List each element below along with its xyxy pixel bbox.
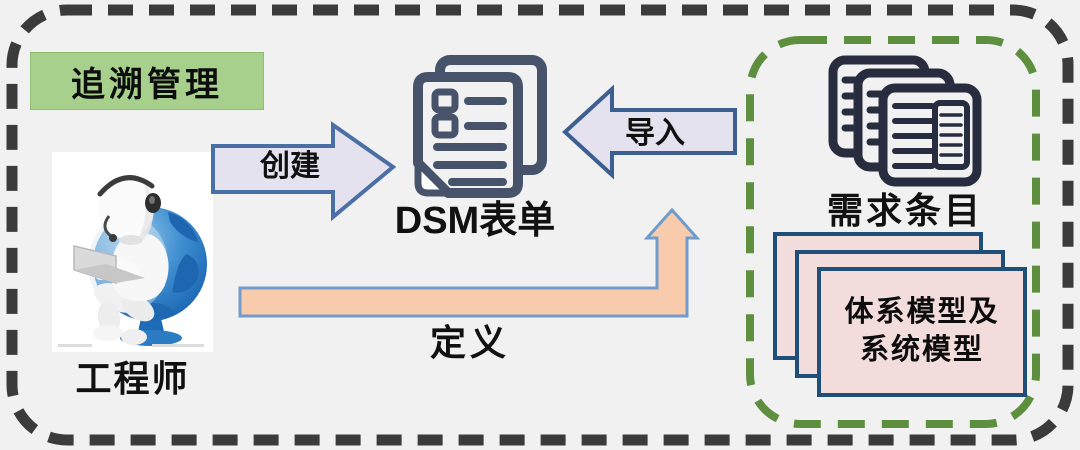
engineer-label: 工程师 — [75, 358, 190, 399]
create-arrow — [211, 121, 397, 222]
model-label-line1: 体系模型及 — [844, 296, 1000, 329]
engineer-illustration — [52, 152, 213, 352]
requirements-stack-icon — [828, 55, 982, 187]
model-card-front: 体系模型及 系统模型 — [817, 267, 1027, 397]
requirements-label: 需求条目 — [826, 190, 983, 231]
import-arrow — [562, 84, 737, 180]
define-arrow — [238, 207, 701, 318]
dsm-form-icon — [413, 55, 547, 198]
diagram-title: 追溯管理 — [71, 65, 223, 104]
create-arrow-label: 创建 — [260, 150, 320, 183]
define-arrow-label: 定义 — [429, 322, 510, 363]
model-label-line2: 系统模型 — [859, 334, 984, 366]
import-arrow-label: 导入 — [625, 117, 685, 150]
headset-icon — [97, 175, 155, 197]
dsm-form-label: DSM表单 — [394, 200, 556, 242]
requirements-group-border — [746, 36, 1040, 428]
title-box: 追溯管理 — [30, 52, 264, 110]
